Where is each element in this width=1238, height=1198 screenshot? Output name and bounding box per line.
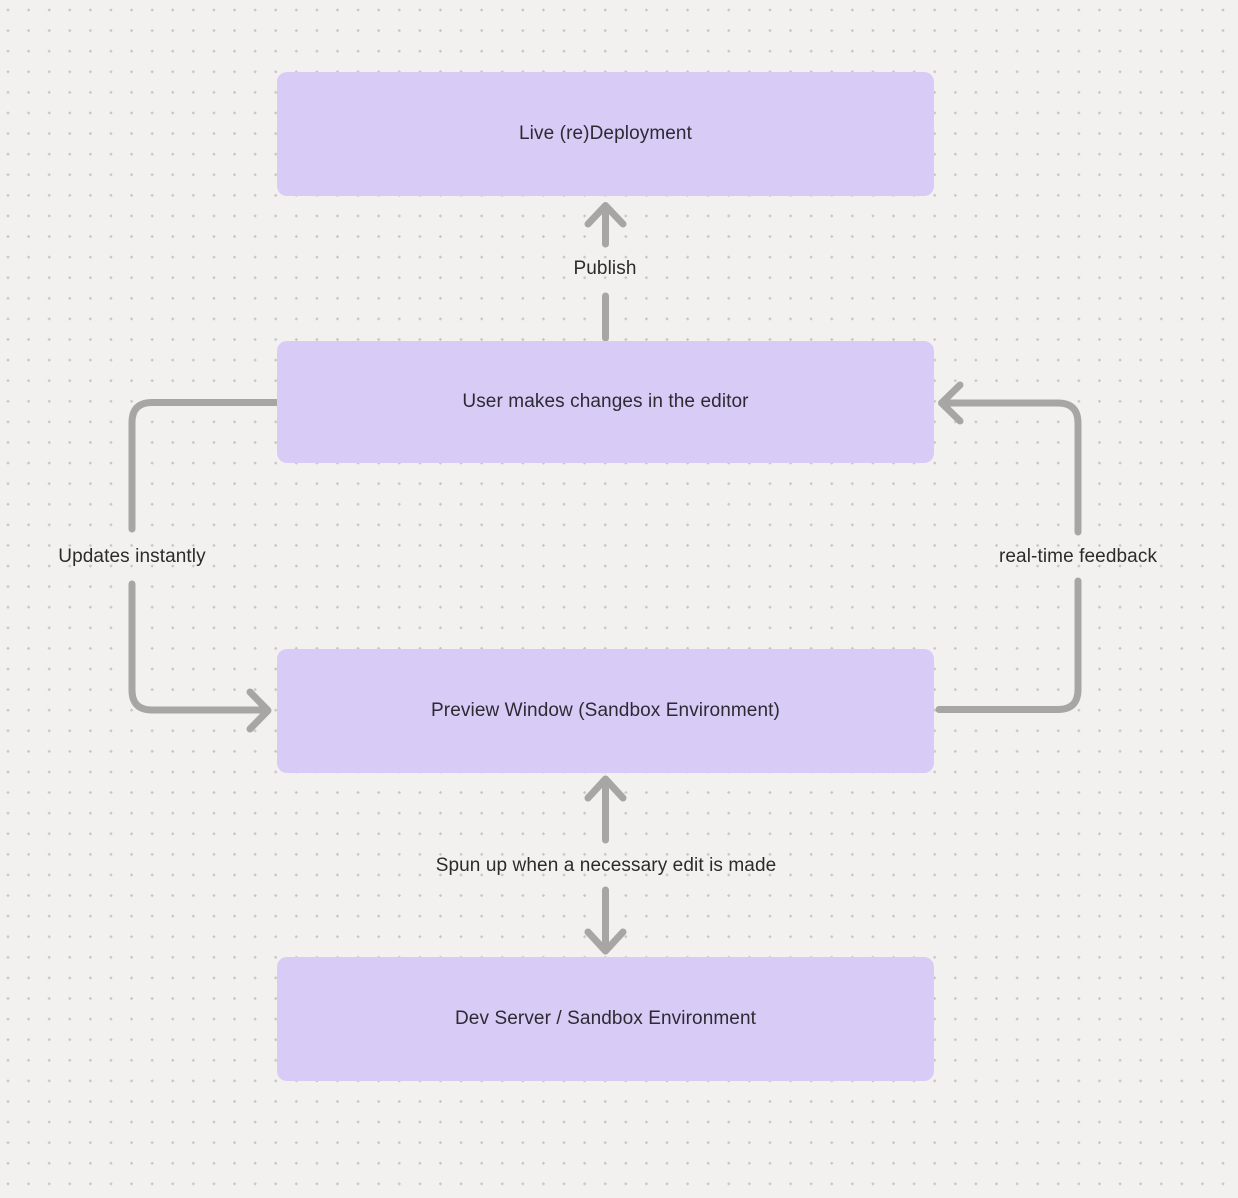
node-user-editor[interactable]: User makes changes in the editor	[277, 341, 934, 463]
edge-realtime-feedback-arrow-upper[interactable]	[938, 381, 1082, 536]
node-dev-server-label: Dev Server / Sandbox Environment	[454, 1008, 756, 1029]
edge-updates-instantly-arrow-lower[interactable]	[128, 580, 272, 733]
edge-label-updates-instantly[interactable]: Updates instantly	[58, 546, 206, 567]
node-dev-server[interactable]: Dev Server / Sandbox Environment	[277, 957, 934, 1081]
edge-spun-up-arrow-up[interactable]	[584, 775, 627, 844]
node-preview-window[interactable]: Preview Window (Sandbox Environment)	[277, 649, 934, 773]
edge-spun-up-arrow-down[interactable]	[584, 886, 627, 955]
edge-realtime-feedback-line-lower[interactable]	[935, 577, 1082, 713]
node-live-redeployment[interactable]: Live (re)Deployment	[277, 72, 934, 196]
node-preview-window-label: Preview Window (Sandbox Environment)	[431, 700, 780, 721]
edge-label-publish[interactable]: Publish	[573, 258, 637, 279]
edge-label-spun-up[interactable]: Spun up when a necessary edit is made	[435, 855, 777, 876]
node-user-editor-label: User makes changes in the editor	[462, 391, 749, 412]
node-live-redeployment-label: Live (re)Deployment	[519, 123, 692, 144]
edge-updates-instantly-line-upper[interactable]	[128, 399, 281, 533]
edge-label-realtime-feedback[interactable]: real-time feedback	[998, 546, 1158, 567]
edge-publish-arrow-upper[interactable]	[584, 202, 627, 248]
